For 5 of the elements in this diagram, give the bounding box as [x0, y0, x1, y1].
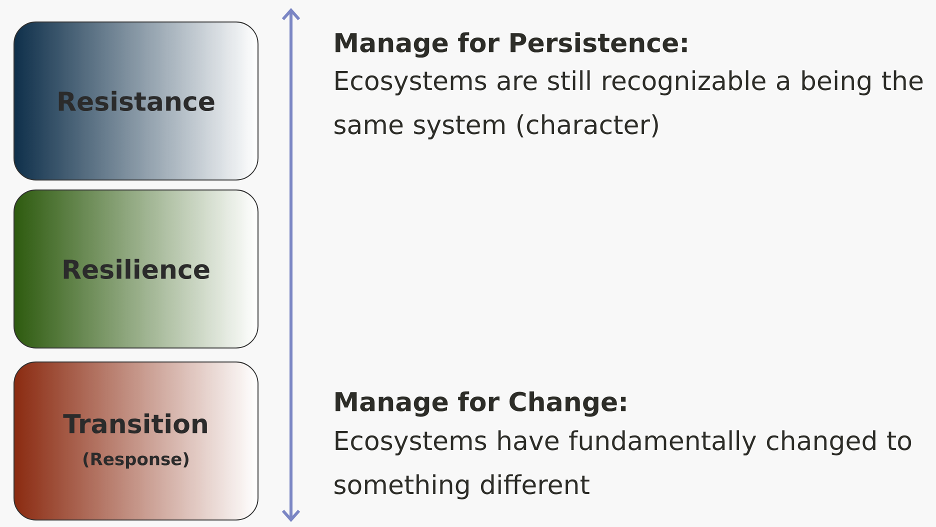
- heading: Manage for Change:: [336, 391, 626, 417]
- body-text: Ecosystems have fundamentally changed to something different: [334, 430, 912, 500]
- heading: Manage for Persistence:: [336, 32, 687, 58]
- gradient-box: Transition (Response): [14, 362, 258, 520]
- body-text: Ecosystems are still recognizable a being the same system (character): [334, 70, 923, 140]
